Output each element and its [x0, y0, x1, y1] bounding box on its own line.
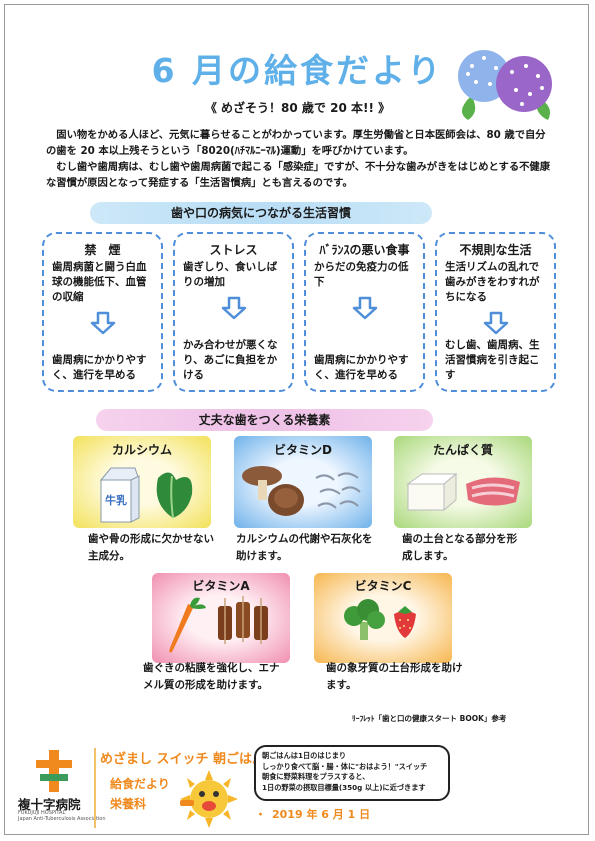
nutrient-name-vitamin-c: ビタミンC [354, 579, 412, 593]
strawberry-icon [394, 606, 416, 638]
bubble-line-3: 朝食に野菜料理をプラスすると、 [262, 772, 370, 781]
intro-paragraph-1: 固い物をかめる人ほど、元気に暮らせることがわかっています。厚生労働省と日本医師会… [46, 129, 546, 157]
habit-card-text: 生活リズムの乱れで歯みがきをわすれがちになる [445, 261, 540, 303]
hospital-name: 複十字病院 [18, 797, 81, 812]
down-arrow-icon [90, 311, 115, 335]
page-subtitle: 《 めざそう！80 歳で 20 本!! 》 [204, 101, 391, 115]
hospital-name-en-line-1: FUKUJUJI HOSPITAL [18, 810, 66, 816]
section-heading-habits: 歯や口の病気につながる生活習慣 [90, 202, 432, 224]
habit-card-smoking: 禁 煙 歯周病菌と闘う白血球の機能低下、血管の収縮 歯周病にかかりやすく、進行を… [42, 232, 163, 392]
page-title: 6 月の給食だより [151, 51, 444, 90]
nutrient-text-vitamin-c: 歯の象牙質の土台形成を助けます。 [326, 662, 463, 691]
hospital-logo-icon [36, 750, 72, 792]
spinach-icon [156, 472, 193, 519]
hospital-name-en-line-2: Japan Anti-Tuberculosis Association [18, 816, 106, 822]
issue-date: 2019 年 6 月 1 日 [272, 808, 371, 821]
department-label: 栄養科 [110, 797, 147, 811]
meat-icon [466, 477, 520, 506]
habit-card-text: 歯ぎしり、食いしばりの増加 [183, 261, 278, 288]
date-bullet: ・ [255, 808, 266, 821]
habit-card-diet: ﾊﾞﾗﾝｽの悪い食事 からだの免疫力の低下 歯周病にかかりやすく、進行を早める [304, 232, 425, 392]
hospital-name-en: FUKUJUJI HOSPITAL Japan Anti-Tuberculosi… [18, 810, 106, 822]
hydrangea-illustration [458, 50, 552, 120]
habit-card-result: 歯周病にかかりやすく、進行を早める [52, 354, 147, 381]
habit-card-title: ストレス [209, 243, 258, 257]
svg-text:牛乳: 牛乳 [105, 493, 127, 507]
habit-card-result: かみ合わせが悪くなり、あごに負担をかける [183, 339, 278, 381]
milk-carton-icon: 牛乳 [99, 467, 140, 523]
intro-text: 固い物をかめる人ほど、元気に暮らせることがわかっています。厚生労働省と日本医師会… [46, 127, 552, 191]
reference-note: ﾘｰﾌﾚｯﾄ「歯と口の健康スタート BOOK」参考 [352, 714, 507, 723]
dried-fish-icon [315, 472, 361, 509]
nutrient-text-vitamin-a: 歯ぐきの粘膜を強化し、エナメル質の形成を助けます。 [143, 662, 280, 691]
sun-mascot-icon [180, 770, 238, 828]
bubble-line-4: 1日の野菜の摂取目標量(350g 以上)に近づきます [262, 782, 426, 792]
bubble-line-1: 朝ごはんは1日のはじまり [262, 751, 347, 760]
page-frame [4, 4, 589, 835]
tofu-icon [406, 472, 458, 512]
down-arrow-icon [483, 311, 508, 335]
down-arrow-icon [352, 296, 377, 320]
nutrient-name-calcium: カルシウム [111, 443, 172, 457]
campaign-title: めざまし スイッチ 朝ごはん [100, 752, 266, 767]
habit-card-irregular: 不規則な生活 生活リズムの乱れで歯みがきをわすれがちになる むし歯、歯周病、生活… [435, 232, 556, 392]
bubble-line-2: しっかり食べて脳・腸・体に"おはよう！"スイッチ [262, 761, 428, 771]
habit-card-result: むし歯、歯周病、生活習慣病を引き起こす [445, 339, 540, 381]
habit-card-title: 禁 煙 [84, 243, 121, 257]
carrot-icon [169, 597, 206, 653]
footer-labels: 給食だより 栄養科 [110, 774, 170, 814]
habit-card-title: ﾊﾞﾗﾝｽの悪い食事 [319, 243, 410, 257]
newsletter-label: 給食だより [110, 777, 170, 791]
grilled-eel-icon [218, 596, 268, 644]
habit-card-text: 歯周病菌と闘う白血球の機能低下、血管の収縮 [52, 261, 147, 303]
nutrient-name-vitamin-d: ビタミンD [274, 443, 332, 457]
section-heading-nutrients: 丈夫な歯をつくる栄養素 [96, 409, 433, 431]
nutrient-text-vitamin-d: カルシウムの代謝や石灰化を助けます。 [236, 533, 373, 562]
nutrient-text-calcium: 歯や骨の形成に欠かせない主成分。 [88, 533, 214, 562]
nutrient-name-protein: たんぱく質 [432, 443, 493, 457]
broccoli-icon [344, 599, 385, 640]
speech-bubble: 朝ごはんは1日のはじまり しっかり食べて脳・腸・体に"おはよう！"スイッチ 朝食… [254, 745, 450, 801]
down-arrow-icon [221, 296, 246, 320]
nutrient-name-vitamin-a: ビタミンA [192, 579, 250, 593]
habit-card-title: 不規則な生活 [459, 243, 532, 257]
intro-paragraph-2: むし歯や歯周病は、むし歯や歯周病菌で起こる「感染症」ですが、不十分な歯みがきをは… [46, 161, 551, 189]
habit-card-stress: ストレス 歯ぎしり、食いしばりの増加 かみ合わせが悪くなり、あごに負担をかける [173, 232, 294, 392]
habit-card-text: からだの免疫力の低下 [314, 261, 409, 288]
nutrient-text-protein: 歯の土台となる部分を形成します。 [402, 533, 518, 562]
footer-divider [94, 748, 96, 828]
habit-card-result: 歯周病にかかりやすく、進行を早める [314, 354, 409, 381]
mushroom-icon [242, 466, 304, 516]
